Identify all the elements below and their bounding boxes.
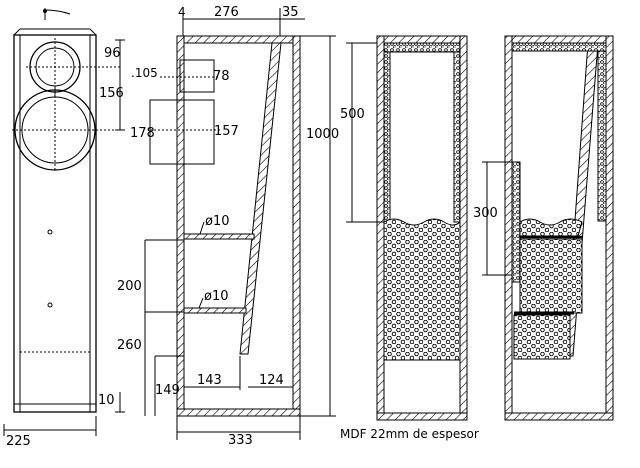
side-front-panel bbox=[176, 35, 185, 417]
side-dim-tweeter-offset-label: .105 bbox=[131, 66, 158, 80]
fv2-dim-middle-label: 300 bbox=[473, 206, 498, 221]
side-shelf-lower bbox=[183, 307, 247, 314]
side-dim-woofer-offset-label: 178 bbox=[130, 126, 155, 141]
front-screw-lower bbox=[47, 302, 53, 308]
front-dim-tweeter-label: 96 bbox=[104, 46, 121, 61]
fv2-foam-right bbox=[597, 50, 607, 222]
fv1-bottom-panel bbox=[376, 412, 468, 421]
fv2-foam-bottom bbox=[513, 314, 571, 360]
side-top-panel bbox=[176, 35, 301, 44]
side-hole-lower-label: ø10 bbox=[204, 289, 229, 304]
fv1-top-panel bbox=[376, 35, 468, 44]
side-dim-top-small-label: 4 bbox=[178, 5, 186, 19]
tweeter-cutout bbox=[179, 59, 215, 93]
side-dim-bottom-chamber-label: 260 bbox=[117, 338, 142, 353]
side-bottom-panel bbox=[176, 408, 301, 417]
fv2-foam-mid bbox=[519, 238, 583, 314]
side-dim-tweeter-size-label: 78 bbox=[213, 69, 230, 84]
fv2-foam-mid-left bbox=[511, 161, 521, 283]
side-back-panel bbox=[292, 35, 301, 417]
side-hole-upper-label: ø10 bbox=[205, 214, 230, 229]
side-dim-depth-label: 333 bbox=[228, 433, 253, 448]
front-screw-upper bbox=[47, 229, 53, 235]
side-dim-top-label: 276 bbox=[214, 5, 239, 20]
side-dim-bottom-port-label: 124 bbox=[259, 373, 284, 388]
side-dim-bottom-inner-label: 143 bbox=[197, 373, 222, 388]
front-dim-bottom-label: 10 bbox=[98, 393, 115, 408]
fv2-front-panel bbox=[504, 35, 513, 421]
side-dim-top-right-label: 35 bbox=[282, 5, 299, 20]
top-marker-dot bbox=[43, 9, 47, 13]
woofer-cutout bbox=[149, 99, 215, 165]
side-section: 4 276 35 .105 78 178 157 1000 ø10 ø10 bbox=[117, 5, 339, 448]
fv1-foam-left bbox=[383, 51, 391, 223]
fv2-top-panel bbox=[504, 35, 614, 44]
fv1-foam-right bbox=[453, 51, 461, 223]
front-cabinet-outline bbox=[13, 34, 97, 413]
fv1-foam-fill bbox=[383, 218, 461, 361]
fv2-foam-top bbox=[511, 42, 607, 52]
side-shelf-upper bbox=[183, 233, 255, 240]
front-bevel-left bbox=[13, 28, 21, 36]
front-dim-woofer-label: 156 bbox=[99, 86, 124, 101]
front-dim-width-label: 225 bbox=[6, 434, 31, 449]
material-note: MDF 22mm de espesor bbox=[340, 427, 479, 441]
filled-view-2: 300 bbox=[473, 35, 614, 421]
side-dim-height-label: 1000 bbox=[306, 127, 339, 142]
fv2-bottom-panel bbox=[504, 412, 614, 421]
side-hole-lower-leader bbox=[198, 297, 204, 309]
fv1-front-panel bbox=[376, 35, 385, 421]
side-dim-lower-chamber-label: 200 bbox=[117, 279, 142, 294]
side-hole-upper-leader bbox=[199, 221, 205, 235]
fv2-foam-mid-top bbox=[519, 218, 583, 237]
front-view: 96 156 10 225 bbox=[3, 8, 125, 449]
front-bevel-right bbox=[89, 28, 97, 36]
fv1-foam-top bbox=[383, 42, 461, 53]
filled-view-1: 500 bbox=[340, 35, 468, 421]
fv1-back-panel bbox=[459, 35, 468, 421]
side-slanted-divider bbox=[239, 42, 282, 355]
side-dim-woofer-size-label: 157 bbox=[214, 124, 239, 139]
side-dim-bottom-height-label: 149 bbox=[155, 383, 180, 398]
fv2-back-panel bbox=[605, 35, 614, 421]
fv1-dim-upper-label: 500 bbox=[340, 107, 365, 122]
top-marker-arc bbox=[44, 9, 71, 15]
